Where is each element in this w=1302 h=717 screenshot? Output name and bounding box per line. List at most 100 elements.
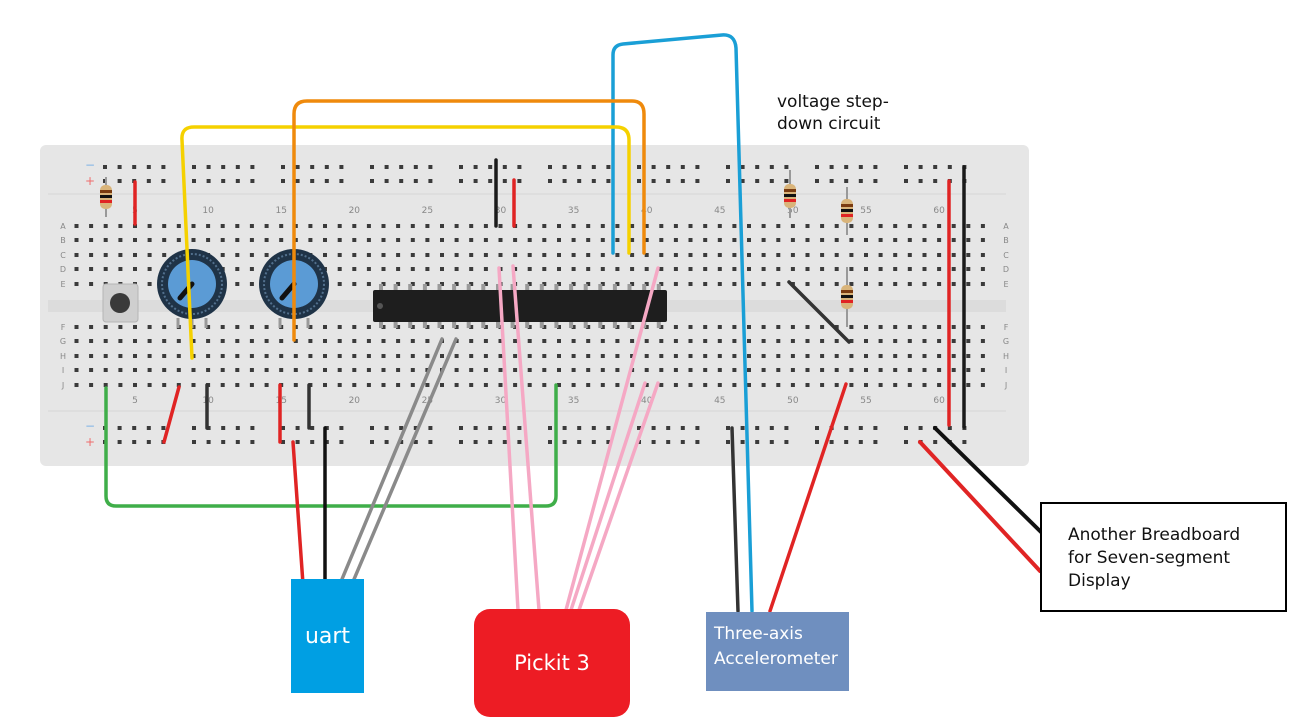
rail-hole — [221, 426, 226, 430]
column-number: 55 — [860, 206, 871, 216]
hole — [980, 325, 985, 329]
hole — [922, 354, 927, 358]
hole — [951, 253, 956, 257]
chip-pin — [612, 284, 617, 290]
hole — [425, 339, 430, 343]
rail-hole — [815, 179, 819, 183]
hole — [966, 383, 971, 387]
hole — [659, 383, 664, 387]
hole — [805, 325, 810, 329]
hole — [89, 339, 94, 343]
hole — [571, 339, 576, 343]
column-number: 30 — [495, 396, 507, 406]
hole — [586, 253, 591, 257]
hole — [849, 224, 854, 228]
hole — [937, 368, 942, 372]
rail-hole — [161, 179, 166, 183]
rail-hole — [281, 179, 285, 183]
hole — [586, 238, 591, 242]
hole — [162, 368, 167, 372]
hole — [74, 253, 79, 257]
rail-hole — [873, 440, 878, 444]
hole — [235, 339, 240, 343]
hole — [600, 383, 605, 387]
hole — [644, 224, 649, 228]
rail-hole — [815, 426, 819, 430]
rail-hole — [858, 440, 863, 444]
hole — [103, 238, 108, 242]
rail-hole — [384, 179, 389, 183]
hole — [615, 354, 620, 358]
hole — [893, 282, 898, 286]
hole — [513, 238, 518, 242]
rail-hole — [695, 440, 700, 444]
rail-sign: + — [85, 174, 95, 188]
rail-hole — [755, 440, 760, 444]
rail-hole — [517, 165, 522, 169]
hole — [220, 339, 225, 343]
hole — [279, 354, 284, 358]
chip-pin — [642, 284, 647, 290]
row-letter: I — [62, 366, 64, 375]
rail-hole — [206, 165, 211, 169]
hole — [337, 325, 342, 329]
hole — [571, 224, 576, 228]
hole — [878, 282, 883, 286]
microcontroller-chip — [373, 284, 667, 328]
hole — [615, 325, 620, 329]
hole — [366, 238, 371, 242]
rail-hole — [726, 179, 730, 183]
rail-hole — [370, 440, 374, 444]
rail-hole — [339, 440, 344, 444]
hole — [176, 224, 181, 228]
rail-sign: − — [85, 419, 95, 433]
hole — [498, 224, 503, 228]
rail-hole — [829, 179, 834, 183]
hole — [249, 325, 254, 329]
pickit-label: Pickit 3 — [514, 651, 590, 675]
hole — [527, 383, 532, 387]
hole — [761, 282, 766, 286]
hole — [352, 368, 357, 372]
hole — [732, 282, 737, 286]
hole — [220, 238, 225, 242]
hole — [630, 354, 635, 358]
hole — [834, 383, 839, 387]
hole — [220, 325, 225, 329]
hole — [790, 253, 795, 257]
hole — [600, 267, 605, 271]
rail-hole — [666, 179, 671, 183]
hole — [644, 325, 649, 329]
hole — [747, 224, 751, 228]
hole — [542, 339, 547, 343]
rail-hole — [666, 440, 671, 444]
rail-hole — [250, 426, 255, 430]
hole — [527, 339, 532, 343]
hole — [293, 354, 298, 358]
hole — [966, 267, 971, 271]
chip-pin — [496, 322, 500, 328]
hole — [440, 325, 444, 329]
hole — [820, 253, 825, 257]
row-letter: J — [1004, 381, 1007, 390]
hole — [133, 238, 137, 242]
hole — [118, 354, 123, 358]
chip-pin — [466, 284, 471, 290]
hole — [89, 354, 94, 358]
column-number: 20 — [349, 396, 361, 406]
rail-hole — [281, 426, 285, 430]
hole — [542, 282, 547, 286]
rail-hole — [235, 179, 240, 183]
hole — [337, 282, 342, 286]
hole — [586, 354, 591, 358]
hole — [235, 354, 240, 358]
hole — [659, 267, 664, 271]
hole — [615, 224, 620, 228]
hole — [864, 282, 868, 286]
hole — [118, 383, 123, 387]
hole — [834, 368, 839, 372]
hole — [366, 339, 371, 343]
rail-hole — [695, 165, 700, 169]
hole — [542, 253, 547, 257]
column-number: 50 — [787, 396, 799, 406]
